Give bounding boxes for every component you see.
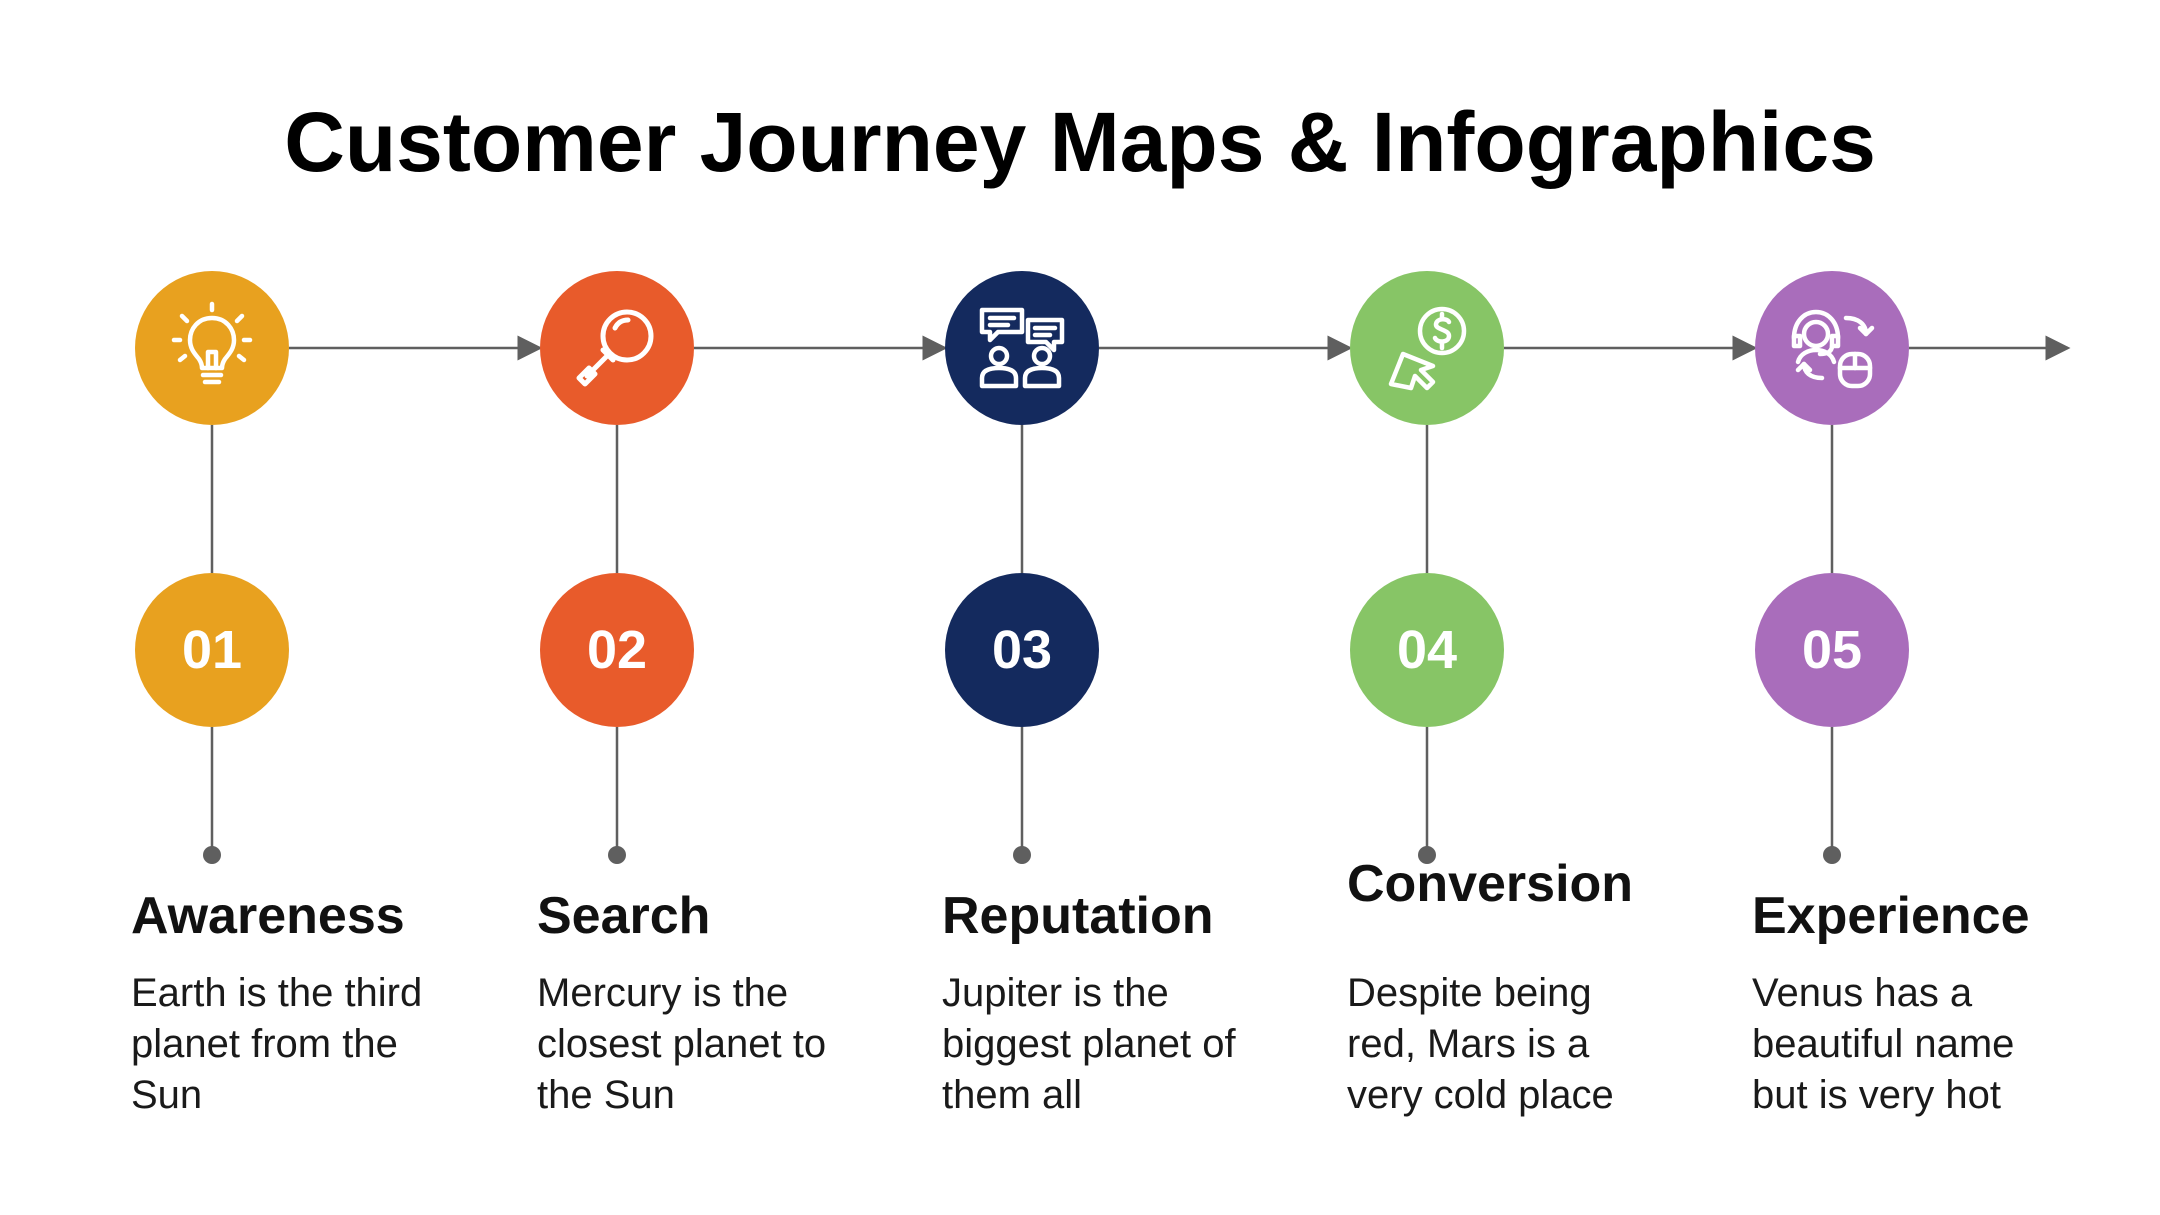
step-number-circle: 04 <box>1350 573 1504 727</box>
step-number-circle: 05 <box>1755 573 1909 727</box>
step-number: 05 <box>1801 620 1863 680</box>
connector-dot <box>608 846 626 864</box>
step-number: 03 <box>991 620 1053 680</box>
experience-icon-circle <box>1755 271 1909 425</box>
connector-dot <box>1013 846 1031 864</box>
step-number: 02 <box>586 620 648 680</box>
magnifier-icon <box>567 296 667 401</box>
awareness-icon-circle <box>135 271 289 425</box>
connector-dot <box>1418 846 1436 864</box>
search-icon-circle <box>540 271 694 425</box>
step-heading: Search <box>537 887 711 945</box>
step-description: Despite being red, Mars is a very cold p… <box>1347 971 1614 1117</box>
group-chat-icon <box>972 296 1072 401</box>
step-number-circle: 03 <box>945 573 1099 727</box>
reputation-icon-circle <box>945 271 1099 425</box>
step-description: Earth is the third planet from the Sun <box>131 971 423 1117</box>
step-heading: Experience <box>1752 887 2030 945</box>
step-heading: Awareness <box>131 887 405 945</box>
step-number: 01 <box>181 620 243 680</box>
customer-support-icon <box>1782 296 1882 401</box>
step-description: Mercury is the closest planet to the Sun <box>537 971 827 1117</box>
connector-dot <box>203 846 221 864</box>
connector-dot <box>1823 846 1841 864</box>
conversion-icon-circle <box>1350 271 1504 425</box>
lightbulb-icon <box>162 296 262 401</box>
step-description: Venus has a beautiful name but is very h… <box>1752 971 2015 1117</box>
step-number-circle: 02 <box>540 573 694 727</box>
cursor-dollar-icon <box>1377 296 1477 401</box>
step-number-circle: 01 <box>135 573 289 727</box>
step-description: Jupiter is the biggest planet of them al… <box>942 971 1236 1117</box>
step-heading: Conversion <box>1347 855 1634 913</box>
step-heading: Reputation <box>942 887 1214 945</box>
page-title: Customer Journey Maps & Infographics <box>284 95 1876 189</box>
step-number: 04 <box>1396 620 1458 680</box>
